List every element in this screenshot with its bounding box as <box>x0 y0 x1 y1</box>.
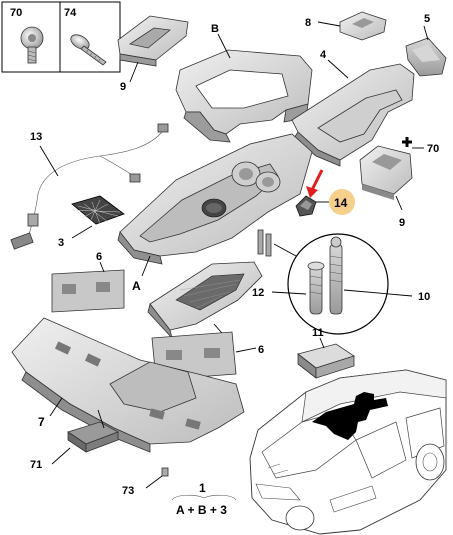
label-9-right: 9 <box>399 217 405 229</box>
part-14-badge <box>329 189 355 215</box>
leader-7 <box>49 397 63 417</box>
label-11: 11 <box>312 327 324 339</box>
part-13-wiring-harness <box>10 123 169 250</box>
leader-6-right <box>235 347 257 353</box>
screw-74-icon <box>70 34 107 66</box>
part-8-clip <box>339 11 387 41</box>
part-12-pins-on-console <box>257 229 272 257</box>
label-10: 10 <box>418 291 430 303</box>
assembly-formula: A + B + 3 <box>176 503 227 517</box>
label-8: 8 <box>305 17 311 29</box>
part-6-left-pad <box>51 269 125 313</box>
label-7: 7 <box>38 415 45 429</box>
leader-71 <box>51 447 71 465</box>
part-14-module <box>295 195 317 217</box>
leader-6-left <box>99 261 105 273</box>
red-arrow-icon <box>306 169 324 198</box>
leader-B <box>217 33 231 59</box>
roof-highlight-mark <box>312 392 388 440</box>
part-11-block <box>297 343 355 379</box>
vehicle-outline <box>249 369 447 535</box>
part-5-cover <box>405 37 447 77</box>
label-74: 74 <box>64 7 77 19</box>
leader-9-right <box>395 195 403 211</box>
label-3: 3 <box>58 237 64 249</box>
label-A: A <box>132 279 141 293</box>
screw-70-marker-icon <box>402 137 412 147</box>
label-4: 4 <box>320 49 327 61</box>
part-4-roof-tray <box>291 63 415 167</box>
leader-73 <box>145 475 163 489</box>
leader-10 <box>343 289 413 297</box>
part-9-top-bracket <box>117 15 189 67</box>
label-9-top: 9 <box>120 81 126 93</box>
label-70-top: 70 <box>10 7 22 19</box>
label-6-left: 6 <box>96 251 102 263</box>
part-2-mesh-tray <box>147 261 263 339</box>
label-1: 1 <box>199 481 206 495</box>
leader-13 <box>39 145 59 177</box>
label-71: 71 <box>30 459 42 471</box>
leader-A <box>141 255 151 277</box>
label-13: 13 <box>30 131 42 143</box>
leader-11 <box>319 337 325 349</box>
part-71-pad <box>67 421 119 453</box>
part-3-storage-net <box>71 195 125 225</box>
part-B-upper-frame <box>175 49 313 143</box>
leader-detail-link <box>273 243 297 257</box>
label-B: B <box>211 23 219 35</box>
leader-9-top <box>129 61 139 83</box>
part-10-pin <box>329 236 343 315</box>
label-12: 12 <box>252 287 264 299</box>
label-14: 14 <box>334 196 348 210</box>
leader-71-link <box>97 409 105 429</box>
leader-12 <box>271 291 307 295</box>
part-73-clip <box>161 467 169 477</box>
leader-5 <box>423 25 429 41</box>
label-70-right: 70 <box>427 143 439 155</box>
assembly-brace <box>171 494 237 501</box>
leader-3 <box>71 225 93 239</box>
part-12-pin <box>307 261 325 315</box>
part-A-main-console <box>117 133 313 265</box>
label-73: 73 <box>122 485 134 497</box>
part-9-right-bracket <box>359 145 413 200</box>
leader-4 <box>327 59 349 79</box>
label-6-right: 6 <box>258 344 264 356</box>
label-5: 5 <box>424 13 430 25</box>
leader-8 <box>317 21 341 27</box>
screw-70-icon <box>20 26 44 64</box>
